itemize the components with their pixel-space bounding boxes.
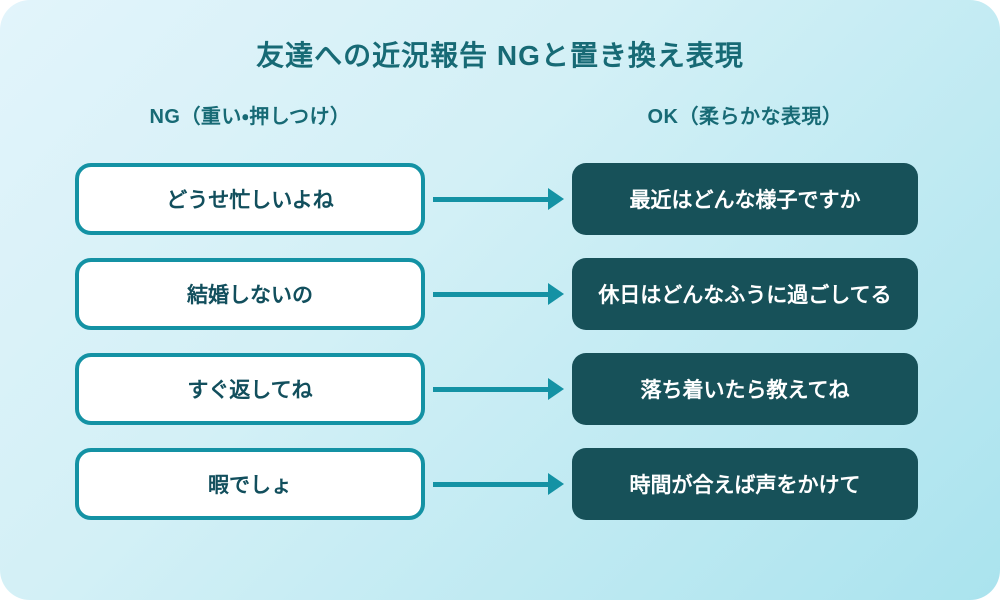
ng-box: すぐ返してね — [75, 353, 425, 425]
arrow-right-icon — [425, 258, 572, 330]
arrow-right-icon — [425, 163, 572, 235]
ng-box-label: すぐ返してね — [187, 379, 313, 402]
arrow-line — [433, 481, 549, 487]
arrow-head — [548, 188, 564, 210]
arrow-head — [548, 473, 564, 495]
arrow-line — [433, 196, 549, 202]
ok-box: 最近はどんな様子ですか — [572, 163, 918, 235]
ok-box: 休日はどんなふうに過ごしてる — [572, 258, 918, 330]
ok-column-header: OK（柔らかな表現） — [647, 106, 843, 128]
page-title: 友達への近況報告 NGと置き換え表現 — [256, 40, 744, 71]
arrow-line — [433, 291, 549, 297]
column-headers: NG（重い・押しつけ） OK（柔らかな表現） — [0, 100, 1000, 129]
arrow-line — [433, 386, 549, 392]
ng-box-label: 暇でしょ — [208, 474, 292, 497]
arrow-head — [548, 283, 564, 305]
ng-column-header: NG（重い・押しつけ） — [149, 106, 351, 128]
ng-box-label: どうせ忙しいよね — [166, 189, 334, 212]
ng-box: 暇でしょ — [75, 448, 425, 520]
arrow-head — [548, 378, 564, 400]
ok-box: 落ち着いたら教えてね — [572, 353, 918, 425]
ok-box: 時間が合えば声をかけて — [572, 448, 918, 520]
ok-box-label: 時間が合えば声をかけて — [629, 474, 861, 497]
ng-box-label: 結婚しないの — [187, 284, 313, 307]
ng-box: どうせ忙しいよね — [75, 163, 425, 235]
comparison-rows: どうせ忙しいよね 最近はどんな様子ですか 結婚しないの 休日はどんなふうに過ごし… — [0, 163, 1000, 520]
arrow-right-icon — [425, 353, 572, 425]
ok-box-label: 最近はどんな様子ですか — [629, 189, 861, 212]
arrow-right-icon — [425, 448, 572, 520]
ok-box-label: 落ち着いたら教えてね — [640, 379, 850, 402]
ng-box: 結婚しないの — [75, 258, 425, 330]
ok-box-label: 休日はどんなふうに過ごしてる — [598, 284, 892, 307]
